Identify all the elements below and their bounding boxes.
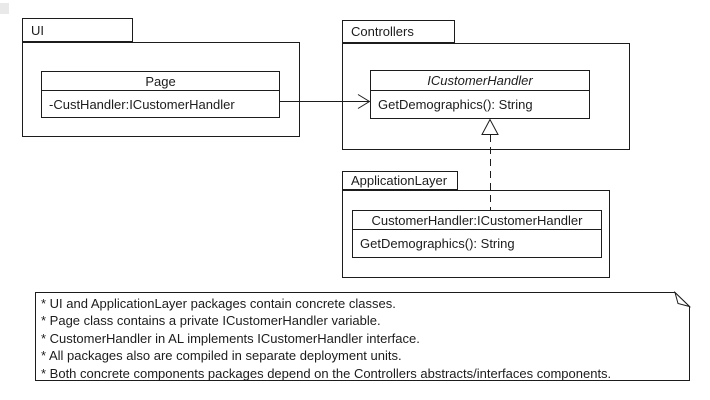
class-title-page: Page xyxy=(42,72,279,91)
note-line: * CustomerHandler in AL implements ICust… xyxy=(41,330,420,346)
class-title-icustomerhandler: ICustomerHandler xyxy=(371,71,589,91)
package-label-controllers: Controllers xyxy=(351,24,414,39)
package-tab-controllers: Controllers xyxy=(342,20,455,43)
package-label-applicationlayer: ApplicationLayer xyxy=(351,173,448,188)
note: * UI and ApplicationLayer packages conta… xyxy=(41,295,611,382)
note-line: * Both concrete components packages depe… xyxy=(41,365,612,381)
package-tab-applicationlayer: ApplicationLayer xyxy=(342,171,458,190)
class-icustomerhandler: ICustomerHandler GetDemographics(): Stri… xyxy=(370,70,590,119)
class-customerhandler: CustomerHandler:ICustomerHandler GetDemo… xyxy=(352,210,602,258)
note-fold-corner-icon xyxy=(674,290,692,308)
package-label-ui: UI xyxy=(31,22,44,38)
class-page: Page -CustHandler:ICustomerHandler xyxy=(41,71,280,118)
class-attribute-custhandler: -CustHandler:ICustomerHandler xyxy=(49,96,235,112)
note-line: * All packages also are compiled in sepa… xyxy=(41,348,402,364)
note-line: * Page class contains a private ICustome… xyxy=(41,313,381,329)
class-method-getdemographics-impl: GetDemographics(): String xyxy=(360,236,515,251)
note-line: * UI and ApplicationLayer packages conta… xyxy=(41,296,396,311)
screenshot-artifact xyxy=(0,3,9,14)
class-method-getdemographics-interface: GetDemographics(): String xyxy=(378,97,533,112)
package-tab-ui: UI xyxy=(22,18,133,42)
class-title-customerhandler: CustomerHandler:ICustomerHandler xyxy=(353,211,601,230)
